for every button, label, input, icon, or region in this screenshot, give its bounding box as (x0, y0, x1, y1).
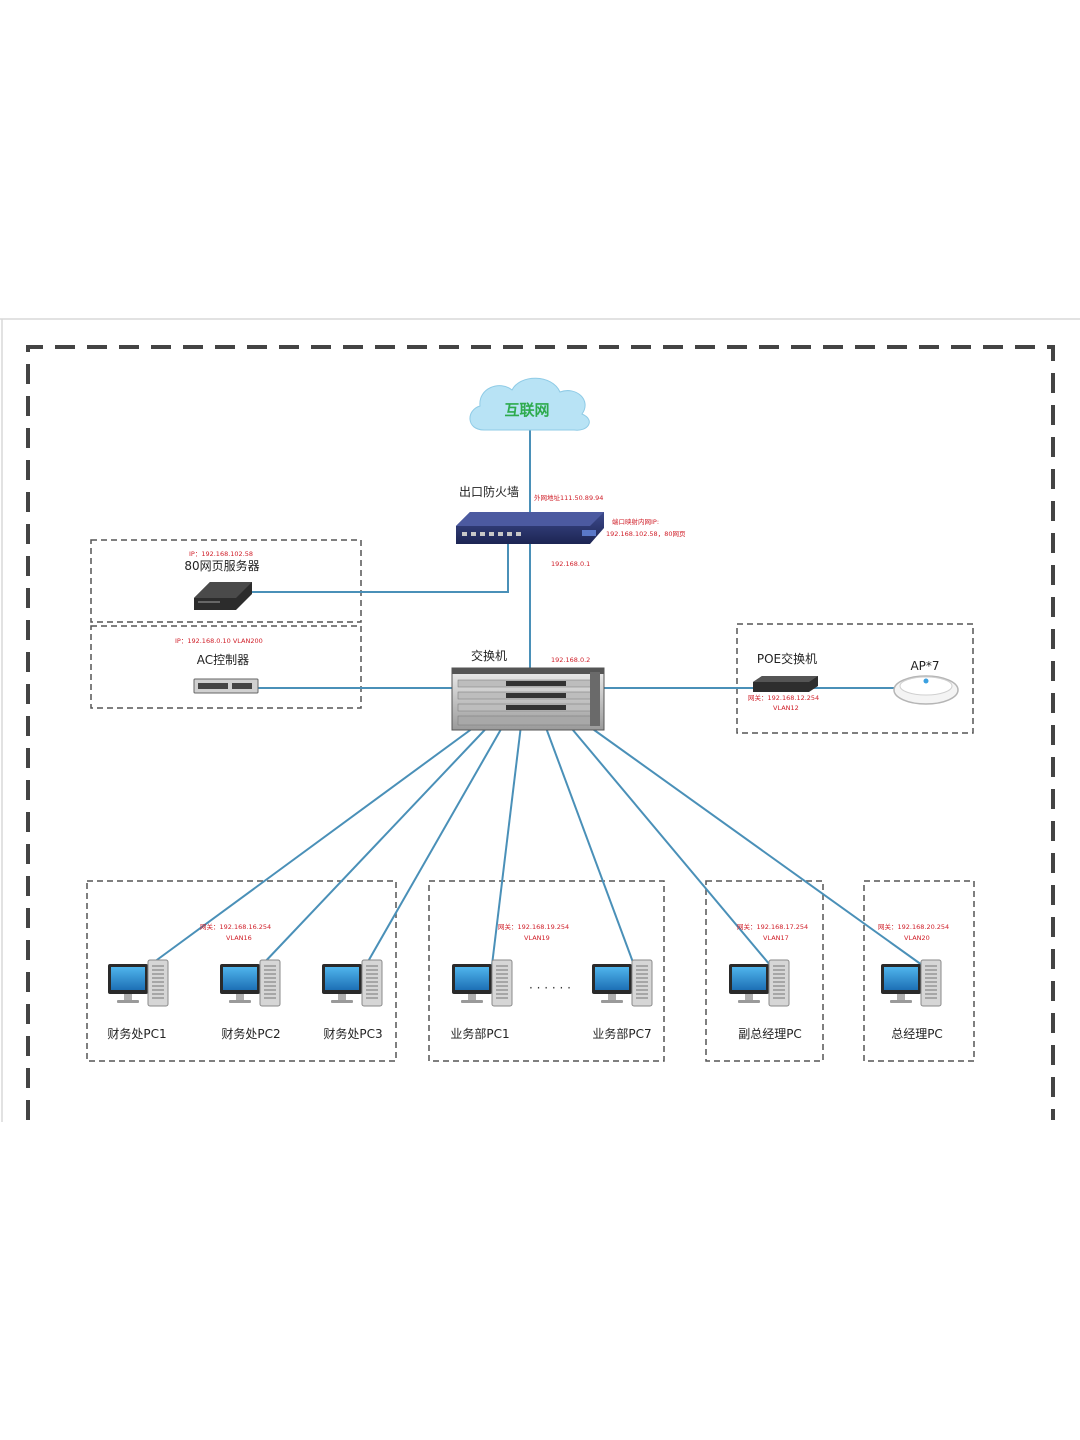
link-switch-finance-pc1 (149, 716, 489, 966)
core-switch-icon (451, 667, 605, 731)
link-switch-finance-pc3 (365, 716, 509, 966)
pc-icon-general-manager (880, 959, 942, 1007)
business-group-box (428, 880, 665, 1062)
ap-label: AP*7 (910, 659, 939, 673)
poe-gateway: 网关：192.168.12.254 (748, 693, 819, 702)
ac-controller-icon (193, 678, 259, 694)
poe-switch-icon (753, 676, 818, 692)
business-vlan: VLAN19 (524, 934, 550, 942)
internet-cloud-icon: 互联网 (469, 377, 590, 431)
vice-manager-gateway: 网关：192.168.17.254 (737, 922, 808, 931)
general-manager-gateway: 网关：192.168.20.254 (878, 922, 949, 931)
poe-label: POE交换机 (757, 651, 817, 666)
pc-label-vice-manager: 副总经理PC (738, 1027, 802, 1041)
firewall-icon (456, 512, 604, 544)
outer-boundary (26, 345, 1055, 1120)
pc-label-general-manager: 总经理PC (891, 1027, 943, 1041)
finance-gateway: 网关：192.168.16.254 (200, 922, 271, 931)
pc-label-finance-3: 财务处PC3 (323, 1026, 382, 1041)
pc-label-finance-1: 财务处PC1 (107, 1026, 166, 1041)
pc-label-finance-2: 财务处PC2 (221, 1026, 280, 1041)
link-switch-general-manager-pc (575, 716, 923, 966)
firewall-label: 出口防火墙 (459, 484, 519, 499)
ac-box (90, 625, 362, 709)
finance-group-box (86, 880, 397, 1062)
firewall-wan-ip: 外网地址111.50.89.94 (534, 493, 603, 502)
business-gateway: 网关：192.168.19.254 (498, 922, 569, 931)
firewall-nat-note-1: 端口映射内网IP: (612, 517, 659, 526)
poe-vlan: VLAN12 (773, 704, 799, 712)
ac-label: AC控制器 (197, 653, 249, 667)
web-server-ip: IP：192.168.102.58 (189, 550, 253, 558)
ac-ip: IP：192.168.0.10 VLAN200 (175, 637, 263, 645)
finance-vlan: VLAN16 (226, 934, 252, 942)
pc-icon-business-7 (591, 959, 653, 1007)
pc-icon-finance-1 (107, 959, 169, 1007)
pc-icon-vice-manager (728, 959, 790, 1007)
pc-label-business-1: 业务部PC1 (450, 1026, 509, 1041)
pc-icon-business-1 (451, 959, 513, 1007)
web-server-label: 80网页服务器 (184, 558, 259, 573)
core-switch-label: 交换机 (471, 648, 507, 663)
core-switch-ip: 192.168.0.2 (551, 656, 590, 664)
web-server-icon (194, 582, 252, 610)
vice-manager-vlan: VLAN17 (763, 934, 789, 942)
ellipsis: · · · · · · (529, 981, 571, 995)
link-switch-vice-manager-pc (561, 716, 771, 966)
link-firewall-webserver (250, 540, 509, 593)
web-server-box (90, 539, 362, 623)
vice-manager-group-box (705, 880, 824, 1062)
pc-icon-finance-2 (219, 959, 281, 1007)
general-manager-group-box (863, 880, 975, 1062)
firewall-nat-note-2: 192.168.102.58，80网页 (606, 530, 686, 538)
link-switch-business-pc1 (491, 716, 523, 966)
link-switch-finance-pc2 (261, 716, 498, 966)
poe-box (736, 623, 974, 734)
internet-label: 互联网 (504, 401, 549, 419)
wireless-ap-icon (893, 675, 959, 705)
general-manager-vlan: VLAN20 (904, 934, 930, 942)
pc-label-business-7: 业务部PC7 (592, 1026, 651, 1041)
pc-icon-finance-3 (321, 959, 383, 1007)
firewall-lan-ip: 192.168.0.1 (551, 560, 590, 568)
link-switch-business-pc7 (541, 716, 635, 966)
